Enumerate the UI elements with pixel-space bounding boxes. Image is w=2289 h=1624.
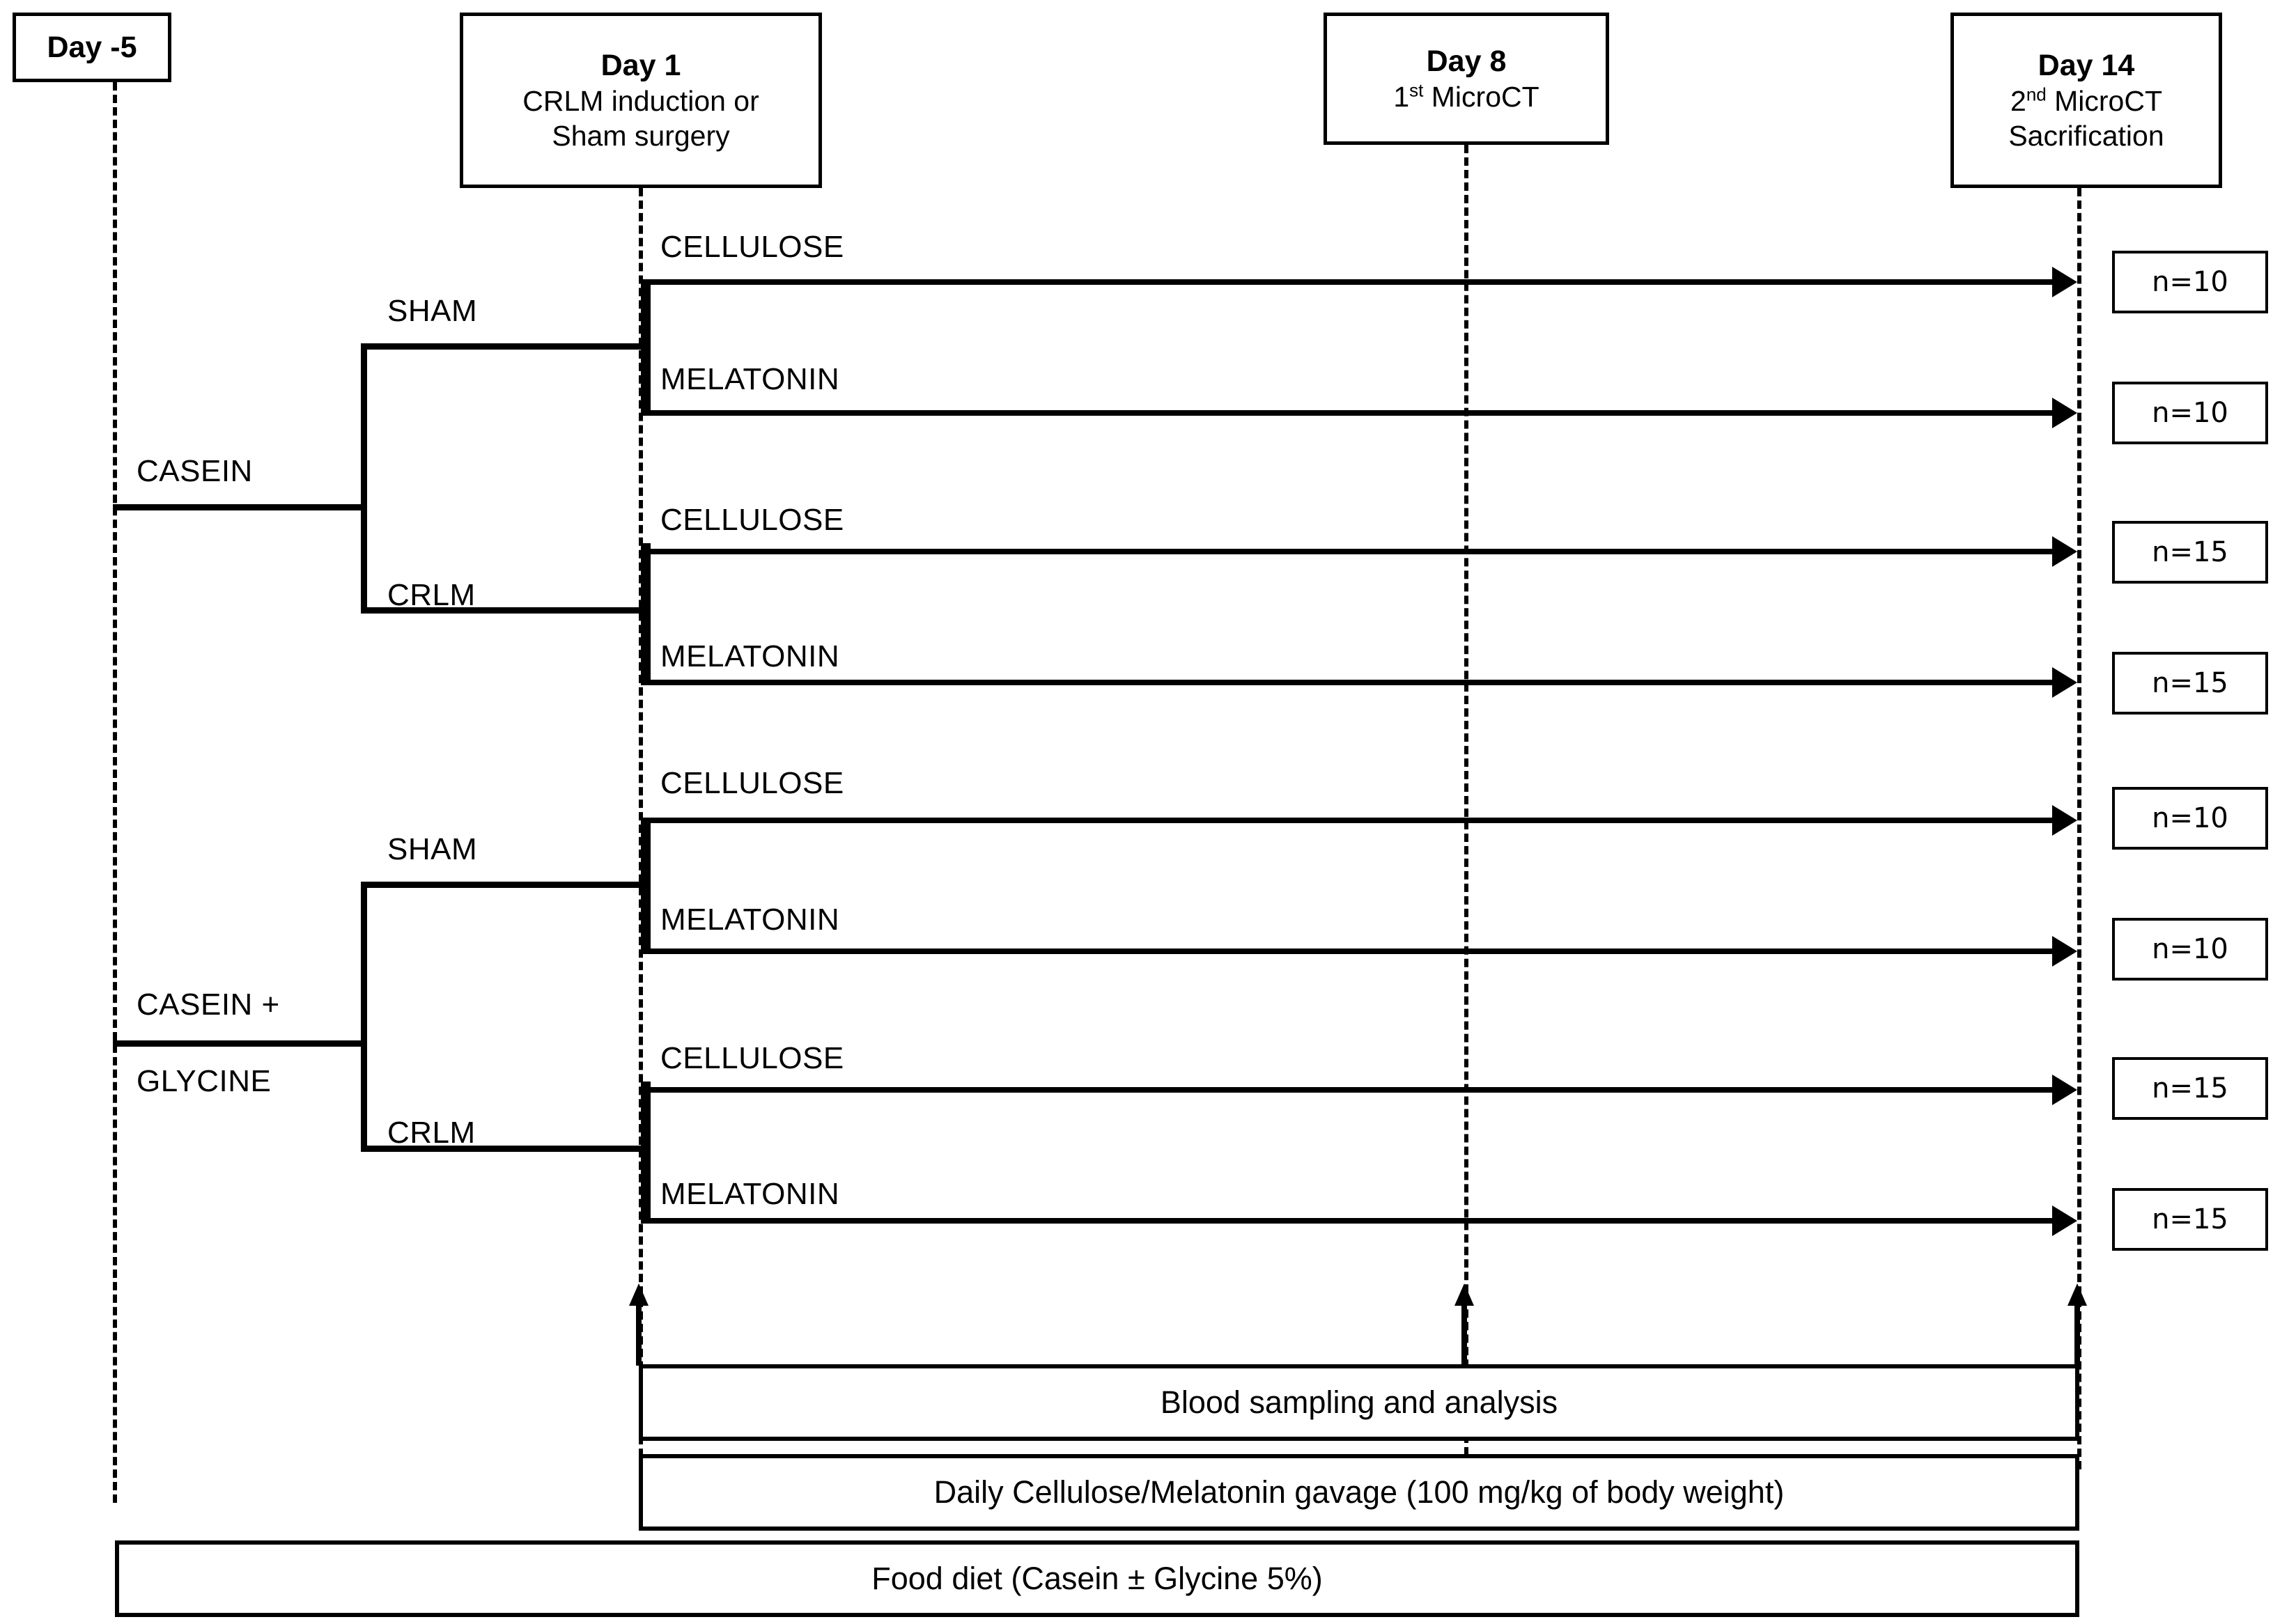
arm-label-arm-3: CELLULOSE (660, 503, 844, 537)
arm-label-arm-4: MELATONIN (660, 639, 840, 673)
diet-label-casein: CASEIN (137, 454, 253, 488)
banner-gavage: Daily Cellulose/Melatonin gavage (100 mg… (639, 1454, 2079, 1531)
sample-size-box-arm-3: n=15 (2112, 521, 2268, 584)
banner-blood-sampling: Blood sampling and analysis (639, 1364, 2079, 1441)
blood-sampling-arrow-day1 (629, 1283, 649, 1367)
timeline-day-minus5 (113, 82, 117, 1503)
banner-label: Food diet (Casein ± Glycine 5%) (871, 1561, 1323, 1596)
arm-label-arm-5: CELLULOSE (660, 766, 844, 800)
day-subtitle: CRLM induction or (522, 85, 759, 118)
day-title: Day -5 (47, 30, 137, 64)
blood-sampling-arrow-day8 (1454, 1283, 1474, 1367)
blood-sampling-arrow-day14 (2067, 1283, 2087, 1367)
diet-label-casein-glycine-line2: GLYCINE (137, 1064, 272, 1098)
arm-pair-bracket-1 (641, 279, 651, 416)
arrow-shaft (641, 1087, 2054, 1093)
day-subtitle: Sacrification (2008, 120, 2164, 153)
sample-size-box-arm-1: n=10 (2112, 251, 2268, 313)
arrow-shaft (641, 549, 2054, 554)
arm-pair-bracket-3 (641, 818, 651, 954)
day-subtitle: 1st MicroCT (1393, 79, 1539, 114)
surgery-bracket-casein (361, 343, 367, 614)
arm-label-arm-6: MELATONIN (660, 903, 840, 937)
day-box-day-minus5: Day -5 (13, 13, 171, 82)
arrow-shaft (641, 1218, 2054, 1224)
arm-label-arm-1: CELLULOSE (660, 230, 844, 264)
arrow-head-icon (2052, 1205, 2077, 1236)
diet-trunk-casein (113, 504, 364, 510)
diet-label-casein-glycine-line1: CASEIN + (137, 987, 280, 1022)
arm-pair-bracket-4 (641, 1082, 651, 1218)
surgery-label-sham-2: SHAM (387, 832, 478, 866)
arrow-head-icon (2052, 1075, 2077, 1105)
arm-label-arm-2: MELATONIN (660, 362, 840, 396)
day-box-day-8: Day 8 1st MicroCT (1324, 13, 1609, 145)
banner-label: Daily Cellulose/Melatonin gavage (100 mg… (933, 1474, 1785, 1510)
arrow-shaft (636, 1299, 642, 1366)
day-subtitle: 2nd MicroCT (2010, 84, 2162, 118)
sample-size-box-arm-2: n=10 (2112, 382, 2268, 444)
sample-size-label: n=10 (2152, 266, 2228, 298)
surgery-label-sham-1: SHAM (387, 294, 478, 328)
day-box-day-1: Day 1 CRLM induction or Sham surgery (460, 13, 822, 188)
arrow-head-icon (2052, 667, 2077, 698)
surgery-line-crlm-2 (361, 1146, 645, 1152)
sample-size-label: n=15 (2152, 1072, 2228, 1104)
day-subtitle: Sham surgery (552, 120, 730, 153)
arrow-head-icon (2052, 267, 2077, 297)
arrow-shaft (641, 948, 2054, 954)
arrow-head-icon (2052, 936, 2077, 967)
sample-size-label: n=15 (2152, 1203, 2228, 1235)
sample-size-label: n=10 (2152, 933, 2228, 965)
day-title: Day 14 (2038, 48, 2135, 82)
diet-trunk-casein-glycine (113, 1040, 364, 1047)
arrow-shaft (2074, 1299, 2080, 1366)
sample-size-label: n=10 (2152, 802, 2228, 834)
arrow-shaft (641, 680, 2054, 685)
surgery-bracket-casein-glycine (361, 882, 367, 1152)
day-title: Day 8 (1426, 44, 1507, 78)
sample-size-label: n=10 (2152, 397, 2228, 429)
arm-label-arm-8: MELATONIN (660, 1177, 840, 1211)
sample-size-label: n=15 (2152, 536, 2228, 568)
banner-label: Blood sampling and analysis (1160, 1384, 1558, 1420)
sample-size-box-arm-4: n=15 (2112, 652, 2268, 715)
banner-food-diet: Food diet (Casein ± Glycine 5%) (115, 1540, 2079, 1617)
surgery-line-sham-1 (361, 343, 645, 350)
arrow-shaft (1461, 1299, 1467, 1366)
arrow-head-icon (2052, 536, 2077, 567)
surgery-label-crlm-2: CRLM (387, 1116, 476, 1150)
sample-size-box-arm-5: n=10 (2112, 787, 2268, 850)
surgery-label-crlm-1: CRLM (387, 578, 476, 612)
sample-size-box-arm-8: n=15 (2112, 1188, 2268, 1251)
arm-label-arm-7: CELLULOSE (660, 1041, 844, 1075)
surgery-line-sham-2 (361, 882, 645, 888)
surgery-line-crlm-1 (361, 607, 645, 614)
arrow-head-icon (2052, 398, 2077, 428)
sample-size-label: n=15 (2152, 667, 2228, 699)
day-title: Day 1 (600, 48, 681, 82)
arrow-shaft (641, 279, 2054, 285)
sample-size-box-arm-7: n=15 (2112, 1057, 2268, 1120)
arrow-head-icon (2052, 805, 2077, 836)
day-box-day-14: Day 14 2nd MicroCT Sacrification (1950, 13, 2222, 188)
arrow-shaft (641, 410, 2054, 416)
arrow-shaft (641, 818, 2054, 823)
timeline-day-14 (2077, 188, 2081, 1469)
arm-pair-bracket-2 (641, 543, 651, 680)
timeline-day-8 (1464, 145, 1468, 1468)
sample-size-box-arm-6: n=10 (2112, 918, 2268, 981)
